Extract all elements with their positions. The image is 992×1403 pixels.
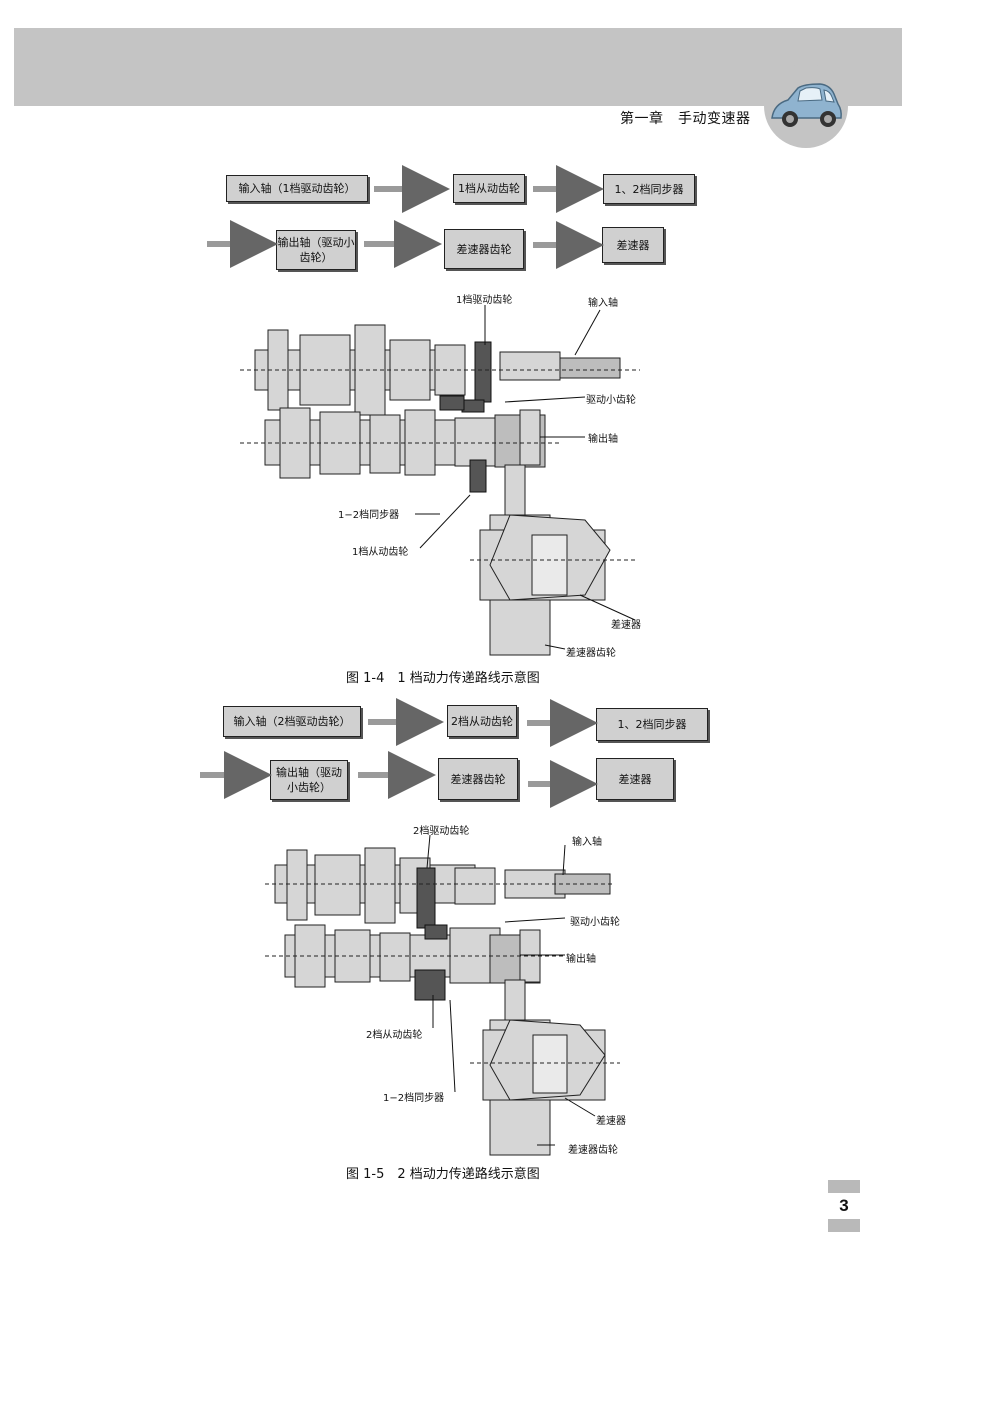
page-number: 3 bbox=[839, 1196, 849, 1215]
flow-box-synchronizer: 1、2档同步器 bbox=[603, 174, 695, 204]
flow-box-diff-gear: 差速器齿轮 bbox=[444, 229, 524, 269]
flow-box-output-shaft: 输出轴（驱动小齿轮） bbox=[276, 230, 356, 270]
car-icon bbox=[771, 83, 842, 127]
label-fig2-output-shaft: 输出轴 bbox=[566, 954, 596, 965]
label-fig1-diff-gear: 差速器齿轮 bbox=[566, 648, 616, 659]
transmission-diagram-2 bbox=[265, 834, 620, 1156]
label-fig1-pinion: 驱动小齿轮 bbox=[586, 395, 636, 406]
flow-arrows-fig1 bbox=[207, 165, 604, 269]
label-fig1-output-shaft: 输出轴 bbox=[588, 434, 618, 445]
flow-box-driven-gear-2: 2档从动齿轮 bbox=[447, 705, 517, 737]
transmission-diagram-1 bbox=[240, 305, 640, 656]
figure-caption-1-4: 图 1-4 1 档动力传递路线示意图 bbox=[346, 671, 540, 686]
figure-caption-1-5: 图 1-5 2 档动力传递路线示意图 bbox=[346, 1167, 540, 1182]
label-fig2-differential: 差速器 bbox=[596, 1116, 626, 1127]
flow-box-differential: 差速器 bbox=[602, 227, 664, 263]
flow-box-output-shaft-2: 输出轴（驱动小齿轮） bbox=[270, 760, 348, 800]
chapter-title: 第一章 手动变速器 bbox=[620, 111, 751, 127]
flow-box-differential-2: 差速器 bbox=[596, 758, 674, 800]
label-fig2-pinion: 驱动小齿轮 bbox=[570, 917, 620, 928]
label-fig2-diff-gear: 差速器齿轮 bbox=[568, 1145, 618, 1156]
label-fig1-synchronizer: 1−2档同步器 bbox=[338, 510, 400, 521]
flow-box-driven-gear: 1档从动齿轮 bbox=[453, 174, 525, 203]
header-band bbox=[14, 28, 902, 106]
label-fig2-input-shaft: 输入轴 bbox=[572, 837, 602, 848]
label-fig2-synchronizer: 1−2档同步器 bbox=[383, 1093, 445, 1104]
label-fig2-driven-gear: 2档从动齿轮 bbox=[366, 1030, 423, 1041]
flow-box-input-shaft-2: 输入轴（2档驱动齿轮） bbox=[223, 706, 361, 737]
label-fig1-drive-gear: 1档驱动齿轮 bbox=[456, 295, 513, 306]
page-number-bar-top bbox=[828, 1180, 860, 1193]
flow-box-diff-gear-2: 差速器齿轮 bbox=[438, 758, 518, 800]
car-illustration bbox=[764, 64, 848, 148]
page-number-bar-bottom bbox=[828, 1219, 860, 1232]
flow-box-input-shaft: 输入轴（1档驱动齿轮） bbox=[226, 175, 368, 202]
label-fig1-differential: 差速器 bbox=[611, 620, 641, 631]
label-fig2-drive-gear: 2档驱动齿轮 bbox=[413, 826, 470, 837]
flow-box-synchronizer-2: 1、2档同步器 bbox=[596, 708, 708, 741]
label-fig1-input-shaft: 输入轴 bbox=[588, 298, 618, 309]
flow-arrows-fig2 bbox=[200, 698, 598, 808]
label-fig1-driven-gear: 1档从动齿轮 bbox=[352, 547, 409, 558]
